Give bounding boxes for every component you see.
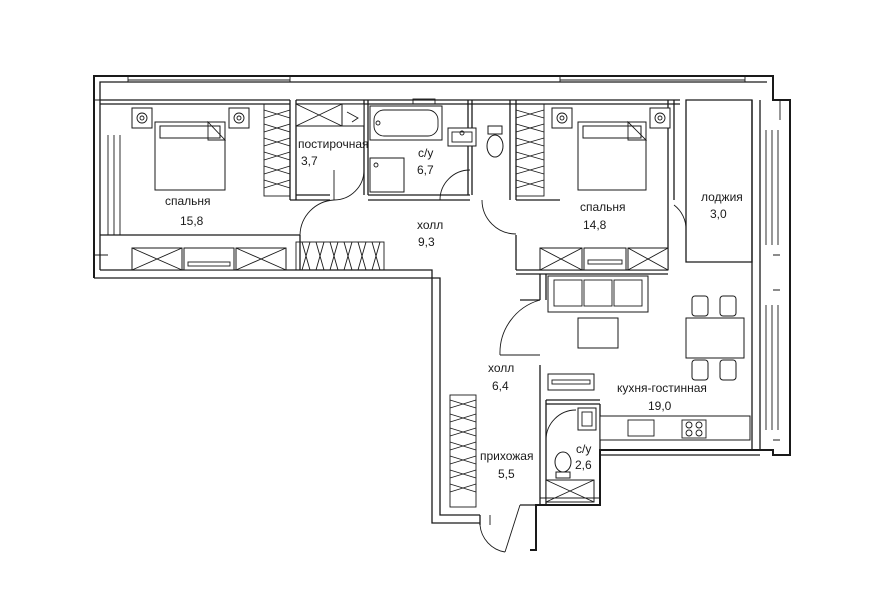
label-bathroom-small: с/у (576, 442, 591, 456)
door-loggia (673, 204, 687, 231)
room-labels: спальня 15,8 постирочная 3,7 с/у 6,7 хол… (165, 137, 743, 481)
label-storage: постирочная (298, 137, 369, 151)
area-bedroom-right: 14,8 (583, 218, 607, 232)
door-right-bedroom (481, 199, 517, 235)
label-entrance: прихожая (480, 449, 533, 463)
door-kitchen (499, 299, 541, 356)
label-loggia: лоджия (701, 190, 743, 204)
doors (299, 169, 687, 553)
area-loggia: 3,0 (710, 207, 727, 221)
door-entrance (479, 524, 506, 553)
area-bathroom-main: 6,7 (417, 163, 434, 177)
door-small-bath (545, 409, 577, 441)
living-furniture (547, 275, 751, 441)
label-kitchen-living: кухня-гостинная (617, 381, 707, 395)
label-hall-upper: холл (417, 218, 443, 232)
area-hall-upper: 9,3 (418, 235, 435, 249)
label-hall-lower: холл (488, 361, 514, 375)
area-bathroom-small: 2,6 (575, 458, 592, 472)
label-bathroom-main: с/у (418, 146, 433, 160)
wardrobes (263, 103, 545, 508)
label-bedroom-left: спальня (165, 194, 211, 208)
area-bedroom-left: 15,8 (180, 214, 204, 228)
bath-fixtures (369, 98, 600, 503)
area-storage: 3,7 (301, 154, 318, 168)
beds (131, 107, 671, 191)
door-bath (439, 169, 471, 201)
area-kitchen-living: 19,0 (648, 399, 672, 413)
area-hall-lower: 6,4 (492, 379, 509, 393)
door-laundry (333, 169, 365, 201)
door-left-bedroom (299, 199, 335, 236)
cabinets (131, 103, 669, 271)
label-bedroom-right: спальня (580, 200, 626, 214)
area-entrance: 5,5 (498, 467, 515, 481)
